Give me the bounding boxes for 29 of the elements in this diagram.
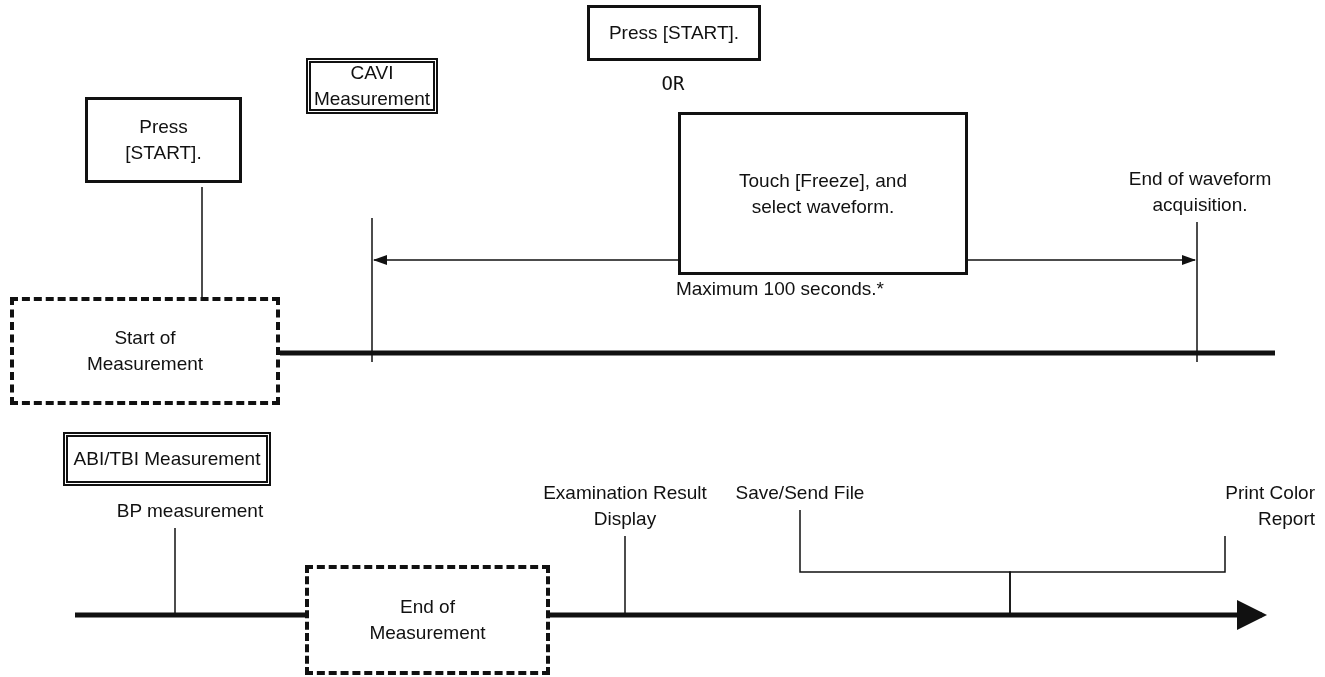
box-text: Press [START]. [124,115,203,165]
leader-line [1196,221,1198,363]
event-label: Save/Send File [730,480,870,506]
event-label: Print Color Report [1170,480,1315,532]
or-label: OR [660,71,686,96]
timeline-line [550,600,1267,630]
box-text: ABI/TBI Measurement [73,447,261,471]
leader-line [1009,535,1226,614]
timeline-line [280,350,1275,356]
leader-line [174,527,176,614]
box-text: Press [START]. [608,21,740,45]
process-box [85,97,242,183]
leader-line [201,186,203,298]
box-text: End of Measurement [368,595,487,645]
box-text: CAVI Measurement [312,61,432,111]
event-label: BP measurement [70,498,310,524]
timeline-line [75,612,305,618]
process-box [306,58,438,114]
event-label: End of waveform acquisition. [1085,166,1315,218]
event-label: Examination Result Display [530,480,720,532]
event-box [10,297,280,405]
box-text: Start of Measurement [85,326,205,376]
duration-label: Maximum 100 seconds.* [674,277,885,301]
process-box [678,112,968,275]
leader-line [624,535,626,614]
event-box [305,565,550,675]
process-box [63,432,271,486]
box-text: Touch [Freeze], and select waveform. [738,168,908,219]
process-box [587,5,761,61]
